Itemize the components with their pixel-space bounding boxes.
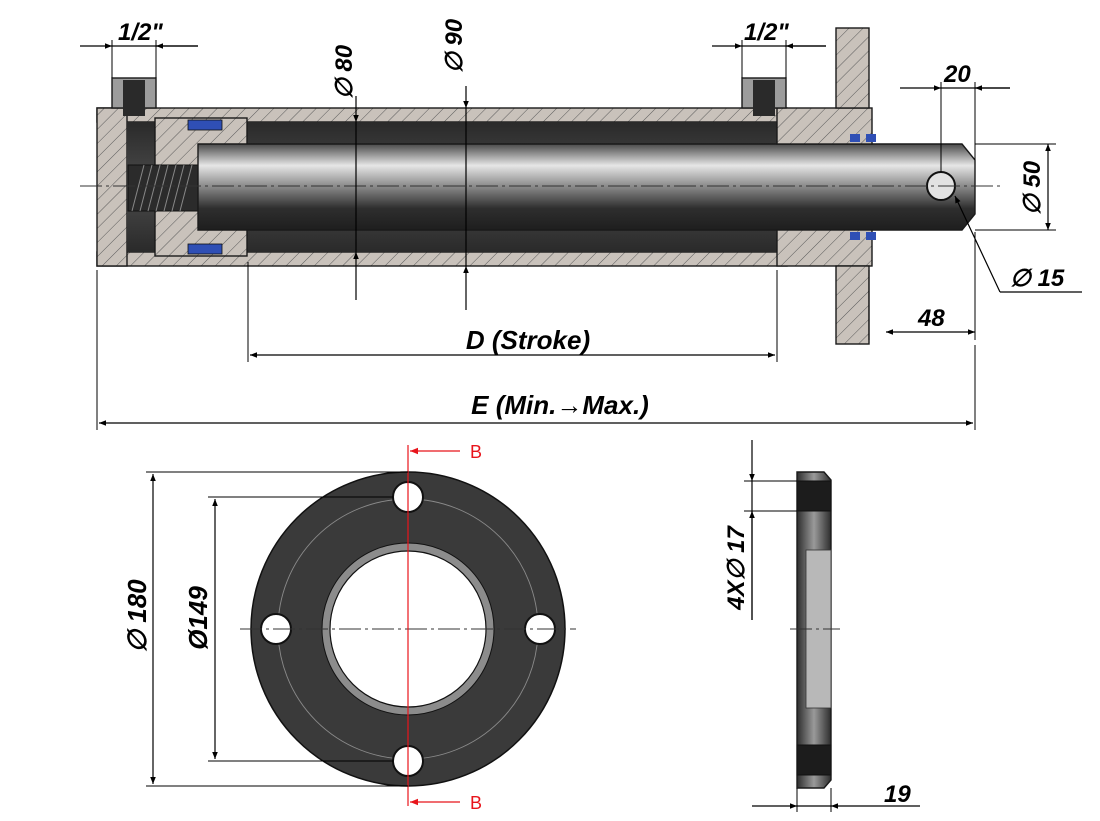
flange-front-view: B B ∅ 180 Ø149 (122, 442, 576, 813)
stroke-label: D (Stroke) (466, 325, 590, 355)
cylinder-dimensions: 1/2" 1/2" ∅ 80 ∅ 90 20 ∅ 50 ∅ 15 (80, 18, 1082, 430)
mounting-flange-section-top (835, 27, 870, 109)
port-size-right-label: 1/2" (744, 19, 789, 46)
end-cap (96, 107, 128, 267)
flange-side-hole-bottom (796, 744, 832, 776)
gland-seal-top-1 (850, 134, 860, 142)
bore-diameter-label: ∅ 80 (331, 44, 358, 99)
piston-seal-bottom (187, 243, 223, 255)
gland-seal-bottom-2 (866, 232, 876, 240)
mounting-flange-section-bottom (835, 265, 870, 345)
overall-length-label: E (Min.→Max.) (471, 390, 649, 420)
rod-extension-label: 48 (917, 305, 945, 332)
flange-side-hole-top (796, 480, 832, 512)
bolt-circle-diameter-label: Ø149 (183, 586, 213, 650)
pin-hole-diameter-label: ∅ 15 (1010, 265, 1065, 292)
flange-thickness-label: 19 (884, 781, 911, 808)
port-size-left-label: 1/2" (118, 19, 163, 46)
section-label-bottom: B (470, 793, 482, 813)
flange-outer-diameter-label: ∅ 180 (122, 579, 152, 653)
thread-lines (131, 164, 193, 212)
section-label-top: B (470, 442, 482, 462)
cylinder-section-view (80, 27, 1000, 345)
rod-diameter-label: ∅ 50 (1019, 160, 1046, 215)
gland-seal-top-2 (866, 134, 876, 142)
port-bore-left (123, 80, 145, 116)
piston-seal-top (187, 119, 223, 131)
outer-diameter-label: ∅ 90 (441, 18, 468, 73)
gland-seal-bottom-1 (850, 232, 860, 240)
piston-rod (197, 143, 976, 231)
pin-offset-label: 20 (943, 61, 971, 88)
flange-side-view: 4X∅ 17 19 (723, 440, 920, 812)
hole-count-diameter-label: 4X∅ 17 (723, 525, 750, 611)
port-bore-right (753, 80, 775, 116)
